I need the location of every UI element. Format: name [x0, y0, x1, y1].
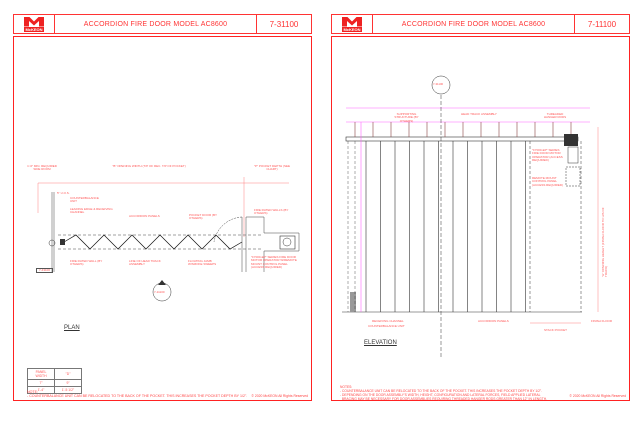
elevation-drawing	[342, 75, 599, 357]
section-tag[interactable]: 7-11100	[154, 290, 165, 294]
view-label: PLAN	[64, 325, 80, 331]
copyright: © 2020 McKEON All Rights Reserved	[569, 394, 626, 398]
section-tag[interactable]: 7-31100	[433, 82, 444, 86]
sheet-title: ACCORDION FIRE DOOR MODEL AC8600	[83, 20, 228, 28]
elevation-sheet: McKEON ACCORDION FIRE DOOR MODEL AC8600 …	[331, 14, 630, 401]
title-block: McKEON ACCORDION FIRE DOOR MODEL AC8600 …	[331, 14, 630, 34]
drawing-area: 7-31100 SUPPORTING STRUCTURE (BY OTHERS)…	[331, 36, 630, 401]
notes: NOTE:- COUNTERBALANCE UNIT CAN BE RELOCA…	[27, 390, 248, 399]
sheet-title: ACCORDION FIRE DOOR MODEL AC8600	[401, 20, 546, 28]
panel-width-table: PANEL WIDTH"D" 7"9" 1'-4"1'-5 1/2"	[27, 368, 82, 394]
detail-tag[interactable]: 7-43100	[36, 268, 54, 274]
drawing-area: 1'-6" MIN. REQUIRED SIDE ROOM "B" OPENIN…	[13, 36, 312, 401]
mckeon-logo: McKEON	[332, 15, 373, 33]
title-block: McKEON ACCORDION FIRE DOOR MODEL AC8600 …	[13, 14, 312, 34]
sheet-number: 7-31100	[256, 15, 311, 33]
copyright: © 2020 McKEON All Rights Reserved	[251, 394, 308, 398]
notes: NOTES:- COUNTERBALANCE UNIT CAN BE RELOC…	[340, 384, 548, 401]
plan-drawing	[37, 177, 300, 302]
sheet-number: 7-11100	[574, 15, 629, 33]
mckeon-logo: McKEON	[14, 15, 55, 33]
plan-sheet: McKEON ACCORDION FIRE DOOR MODEL AC8600 …	[13, 14, 312, 401]
view-label: ELEVATION	[364, 340, 397, 346]
